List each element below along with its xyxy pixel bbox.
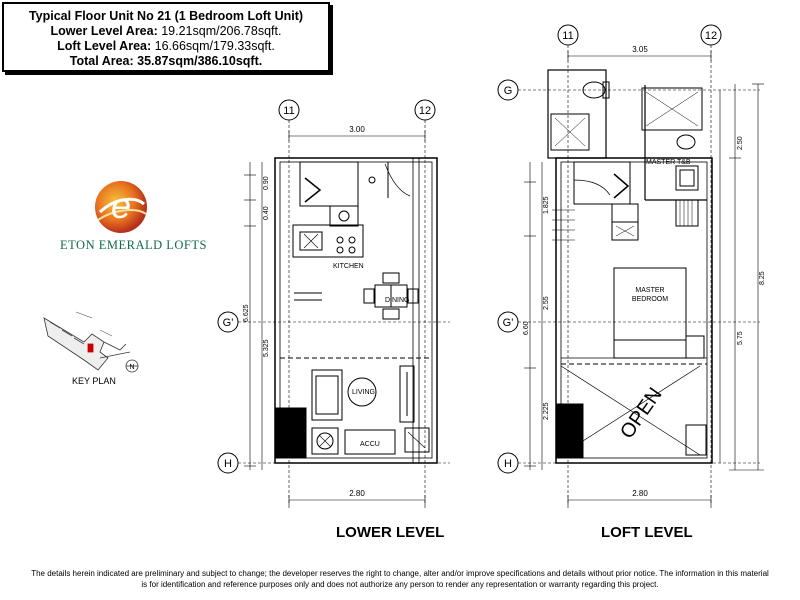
disclaimer: The details herein indicated are prelimi… bbox=[0, 568, 800, 590]
loft-level-plan bbox=[497, 24, 764, 510]
lower-grid-12: 12 bbox=[419, 105, 431, 117]
lower-accu-label: ACCU bbox=[360, 441, 380, 448]
loft-level-label: LOFT LEVEL bbox=[601, 524, 693, 541]
lower-kitchen-label: KITCHEN bbox=[333, 263, 364, 270]
loft-grid-h: H bbox=[504, 458, 512, 470]
lower-dim-040: 0.40 bbox=[263, 206, 270, 220]
loft-area-value: 16.66sqm/179.33sqft. bbox=[151, 39, 275, 53]
loft-grid-12: 12 bbox=[705, 30, 717, 42]
lower-area-line: Lower Level Area: 19.21sqm/206.78sqft. bbox=[4, 24, 328, 39]
lower-area-value: 19.21sqm/206.78sqft. bbox=[157, 24, 282, 38]
logo-emblem-icon: e bbox=[95, 181, 147, 233]
unit-info-box: Typical Floor Unit No 21 (1 Bedroom Loft… bbox=[2, 2, 330, 72]
loft-dim-top: 3.05 bbox=[632, 45, 648, 54]
loft-dim-bottom: 2.80 bbox=[632, 489, 648, 498]
key-plan-north: N bbox=[129, 364, 134, 371]
lower-dim-5325: 5.325 bbox=[263, 339, 270, 357]
loft-dim-660: 6.60 bbox=[523, 321, 530, 335]
lower-living-label: LIVING bbox=[352, 389, 375, 396]
loft-area-label: Loft Level Area: bbox=[57, 39, 152, 53]
unit-title: Typical Floor Unit No 21 (1 Bedroom Loft… bbox=[28, 9, 304, 23]
loft-dim-1825: 1.825 bbox=[543, 196, 550, 214]
disclaimer-line-1: The details herein indicated are prelimi… bbox=[31, 569, 769, 578]
lower-dim-top: 3.00 bbox=[349, 125, 365, 134]
eton-emerald-lofts-logo: e ETON EMERALD LOFTS bbox=[60, 178, 207, 258]
lower-grid-g-prime: G' bbox=[223, 317, 234, 329]
total-area-line: Total Area: 35.87sqm/386.10sqft. bbox=[4, 54, 328, 69]
lower-dim-090: 0.90 bbox=[263, 176, 270, 190]
loft-bedroom-label: BEDROOM bbox=[632, 296, 668, 303]
disclaimer-line-2: is for identification and reference purp… bbox=[141, 580, 659, 589]
lower-level-label: LOWER LEVEL bbox=[336, 524, 445, 541]
loft-dim-250: 2.50 bbox=[737, 136, 744, 150]
lower-dim-6625: 6.625 bbox=[243, 304, 250, 322]
loft-area-line: Loft Level Area: 16.66sqm/179.33sqft. bbox=[4, 39, 328, 54]
loft-grid-11: 11 bbox=[562, 30, 573, 42]
lower-dim-bottom: 2.80 bbox=[349, 489, 365, 498]
total-area-label: Total Area: bbox=[69, 54, 134, 68]
key-plan-label: KEY PLAN bbox=[72, 376, 116, 386]
loft-master-label: MASTER bbox=[635, 287, 664, 294]
loft-dim-255: 2.55 bbox=[543, 296, 550, 310]
loft-open-label: OPEN bbox=[616, 384, 667, 443]
loft-grid-g-prime: G' bbox=[503, 317, 514, 329]
logo-mark: e bbox=[111, 185, 131, 226]
loft-dim-825: 8.25 bbox=[759, 271, 766, 285]
lower-level-plan bbox=[217, 99, 450, 510]
lower-dining-label: DINING bbox=[385, 297, 410, 304]
key-plan-map bbox=[43, 311, 139, 373]
loft-grid-g: G bbox=[504, 85, 513, 97]
loft-master-tb-label: MASTER T&B bbox=[646, 159, 691, 166]
lower-grid-h: H bbox=[224, 458, 232, 470]
lower-area-label: Lower Level Area: bbox=[50, 24, 158, 38]
lower-grid-11: 11 bbox=[283, 105, 294, 117]
total-area-value: 35.87sqm/386.10sqft. bbox=[133, 54, 263, 68]
logo-name: ETON EMERALD LOFTS bbox=[60, 238, 207, 252]
loft-dim-2225: 2.225 bbox=[543, 402, 550, 420]
loft-dim-575: 5.75 bbox=[737, 331, 744, 345]
